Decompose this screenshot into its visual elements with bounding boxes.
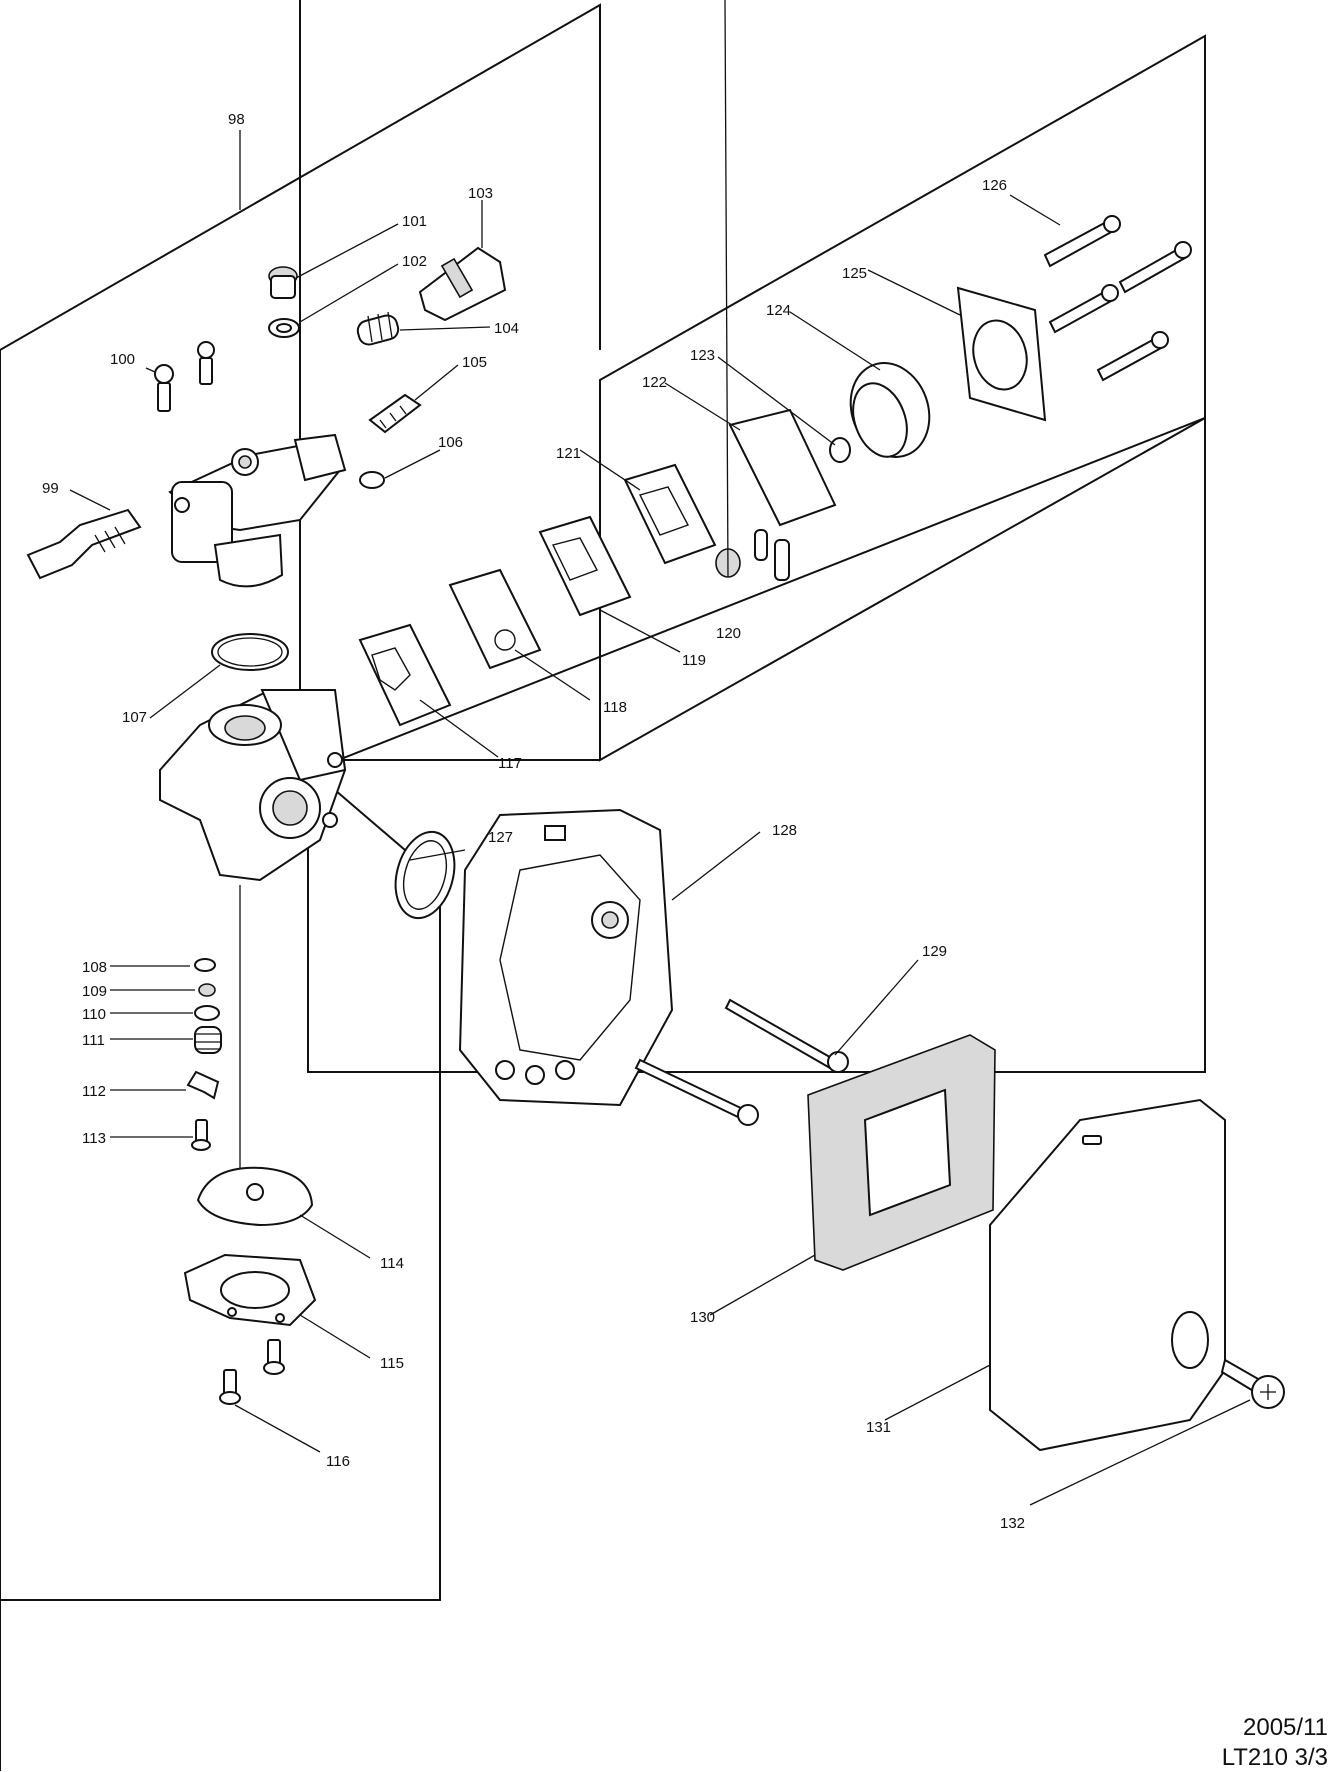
spring-104 [356,311,400,346]
label-109: 109 [82,983,107,1000]
o-ring-107 [211,633,289,671]
primer-bulb-124 [849,362,931,458]
label-132: 132 [1000,1515,1025,1532]
part-labels: 98 99 100 101 102 103 104 105 106 107 10… [42,111,1025,1532]
label-131: 131 [866,1419,891,1436]
retainer-125 [956,286,1047,422]
screw-113 [191,1119,211,1151]
washer-110 [194,1005,220,1021]
label-125: 125 [842,265,867,282]
needle-105 [368,393,422,434]
valve-109 [198,983,216,997]
label-106: 106 [438,434,463,451]
label-100: 100 [110,351,135,368]
carburetor-body-lower [159,688,347,882]
label-123: 123 [690,347,715,364]
air-cleaner-group-frame [307,416,1206,1073]
label-124: 124 [766,302,791,319]
label-115: 115 [380,1355,404,1372]
clip-106 [359,471,385,489]
label-114: 114 [380,1255,404,1272]
label-101: 101 [402,213,427,230]
label-102: 102 [402,253,427,270]
footer-model-page: LT210 3/3 [1221,1744,1328,1771]
label-127: 127 [488,829,513,846]
carburetor-body-upper [168,433,347,588]
label-103: 103 [468,185,493,202]
screw-116 [219,1339,285,1405]
label-116: 116 [326,1453,350,1470]
screws-126 [1043,215,1192,382]
label-108: 108 [82,959,107,976]
gasket-121 [623,463,717,565]
label-126: 126 [982,177,1007,194]
gasket-119 [538,515,632,617]
label-118: 118 [603,699,627,716]
diaphragm-118 [448,568,542,670]
label-111: 111 [82,1032,105,1049]
label-112: 112 [82,1083,106,1100]
label-128: 128 [772,822,797,839]
label-120: 120 [716,625,741,642]
air-cleaner-base-128 [458,808,674,1107]
pump-body-122 [728,408,837,581]
label-121: 121 [556,445,581,462]
plug-123 [829,437,851,463]
lever-112 [186,1070,220,1100]
diaphragm-114 [196,1166,314,1227]
label-122: 122 [642,374,667,391]
gasket-117 [358,623,452,727]
idle-plug-101 [268,266,298,299]
label-99: 99 [42,480,59,497]
air-cleaner-cover-131 [989,1098,1226,1452]
leader-lines [69,0,1251,1506]
cover-115 [183,1253,317,1327]
label-107: 107 [122,709,147,726]
label-110: 110 [82,1006,106,1023]
label-105: 105 [462,354,487,371]
screw-132 [1220,1358,1285,1409]
label-98: 98 [228,111,245,128]
bolts-129 [634,998,849,1126]
screw-100 [154,364,174,412]
choke-lever-103 [418,246,507,322]
label-117: 117 [498,755,522,772]
label-104: 104 [494,320,519,337]
label-130: 130 [690,1309,715,1326]
label-129: 129 [922,943,947,960]
throttle-stop-screw [26,508,142,580]
label-119: 119 [682,652,706,669]
clip-108 [194,958,216,972]
filter-element-130 [807,1034,996,1271]
footer-date: 2005/11 [1243,1714,1328,1741]
screw-100b [197,341,215,385]
spring-111 [194,1026,222,1054]
label-113: 113 [82,1130,106,1147]
